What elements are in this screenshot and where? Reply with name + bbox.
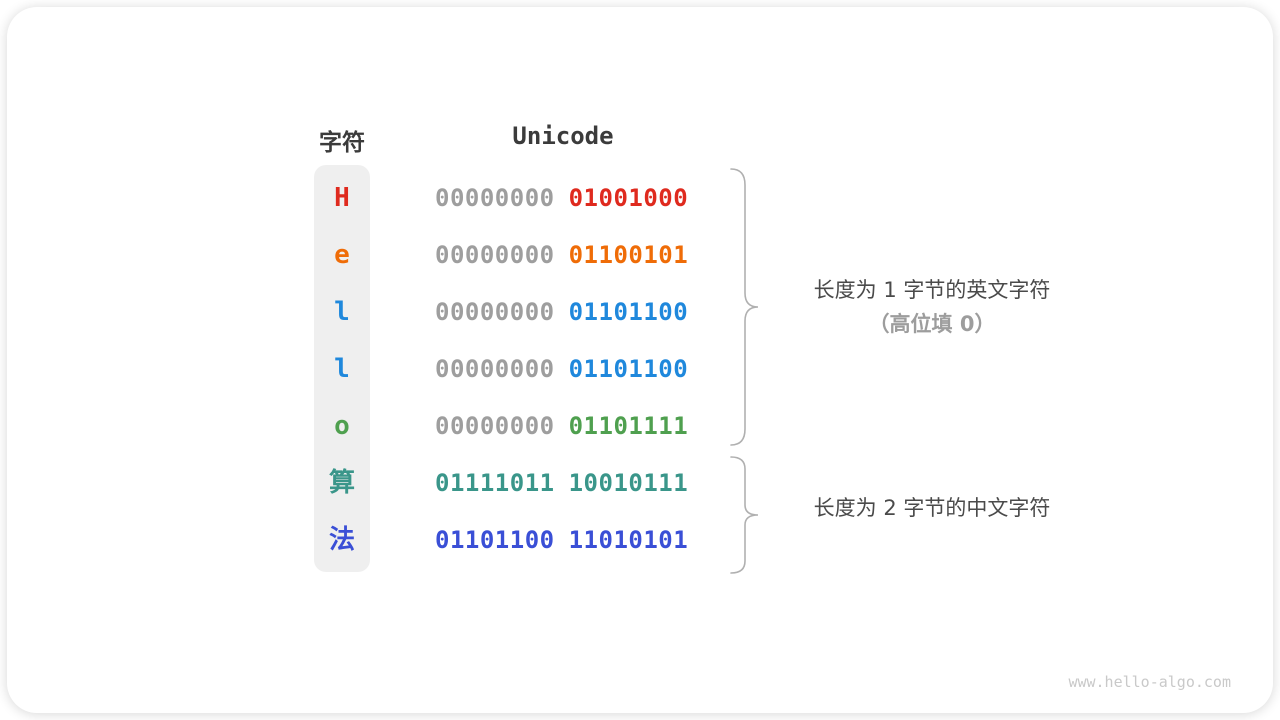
annotation-line: 长度为 1 字节的英文字符 (813, 278, 1051, 302)
high-byte: 00000000 (435, 183, 555, 212)
high-byte: 00000000 (435, 240, 555, 269)
unicode-bits: 00000000 01100101 (435, 243, 688, 267)
column-header-unicode: Unicode (512, 122, 614, 150)
high-byte: 00000000 (435, 354, 555, 383)
character-cell: H (334, 182, 350, 213)
annotation-english-chars: 长度为 1 字节的英文字符 （高位填 0） (769, 273, 1095, 341)
unicode-bits: 00000000 01101111 (435, 414, 688, 438)
high-byte: 00000000 (435, 297, 555, 326)
brace-two-byte-group-icon (730, 456, 759, 574)
site-watermark: www.hello-algo.com (1068, 673, 1231, 691)
character-column-background (314, 165, 370, 572)
unicode-bits: 01111011 10010111 (435, 471, 688, 495)
table-row: o 00000000 01101111 (7, 397, 1273, 454)
table-row: l 00000000 01101100 (7, 340, 1273, 397)
table-row: e 00000000 01100101 (7, 226, 1273, 283)
encoding-table: H 00000000 01001000 e 00000000 01100101 … (7, 169, 1273, 568)
character-cell: e (334, 239, 350, 270)
table-row: H 00000000 01001000 (7, 169, 1273, 226)
column-header-character: 字符 (319, 130, 365, 156)
character-cell: l (334, 353, 350, 384)
character-cell: o (334, 410, 350, 441)
character-cell: 算 (328, 467, 355, 498)
table-row: 算 01111011 10010111 (7, 454, 1273, 511)
annotation-line: 长度为 2 字节的中文字符 (813, 496, 1051, 520)
high-byte: 01111011 (435, 468, 555, 497)
low-byte: 01001000 (568, 183, 689, 212)
high-byte: 01101100 (435, 525, 555, 554)
annotation-chinese-chars: 长度为 2 字节的中文字符 (769, 491, 1095, 525)
low-byte: 01100101 (568, 240, 689, 269)
unicode-bits: 00000000 01101100 (435, 357, 688, 381)
low-byte: 01101100 (568, 297, 689, 326)
unicode-bits: 00000000 01001000 (435, 186, 688, 210)
character-cell: 法 (328, 524, 355, 555)
high-byte: 00000000 (435, 411, 555, 440)
table-row: 法 01101100 11010101 (7, 511, 1273, 568)
annotation-subline: （高位填 0） (868, 312, 996, 336)
table-row: l 00000000 01101100 (7, 283, 1273, 340)
low-byte: 10010111 (568, 468, 689, 497)
unicode-bits: 00000000 01101100 (435, 300, 688, 324)
low-byte: 01101100 (568, 354, 689, 383)
unicode-bits: 01101100 11010101 (435, 528, 688, 552)
diagram-card: 字符 Unicode H 00000000 01001000 e 0000000… (7, 7, 1273, 713)
low-byte: 11010101 (568, 525, 689, 554)
character-cell: l (334, 296, 350, 327)
low-byte: 01101111 (568, 411, 689, 440)
brace-one-byte-group-icon (730, 168, 759, 446)
